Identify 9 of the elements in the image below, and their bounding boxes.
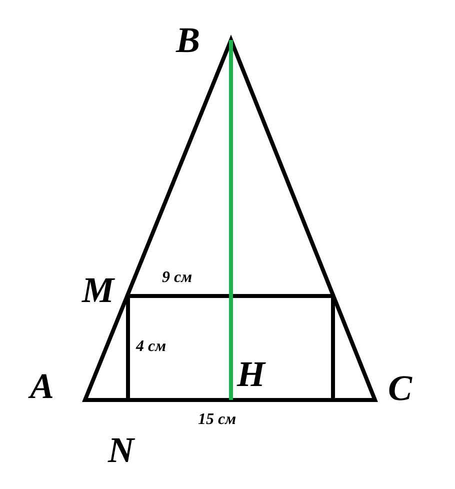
point-label: B: [176, 22, 200, 58]
point-label: A: [30, 368, 54, 404]
point-label: C: [388, 370, 412, 406]
dimension-label: 4 см: [136, 339, 166, 355]
point-label: M: [82, 272, 114, 308]
point-label: N: [108, 432, 134, 468]
dimension-label: 9 см: [162, 270, 192, 286]
point-label: H: [237, 356, 266, 392]
dimension-label: 15 см: [198, 412, 236, 428]
